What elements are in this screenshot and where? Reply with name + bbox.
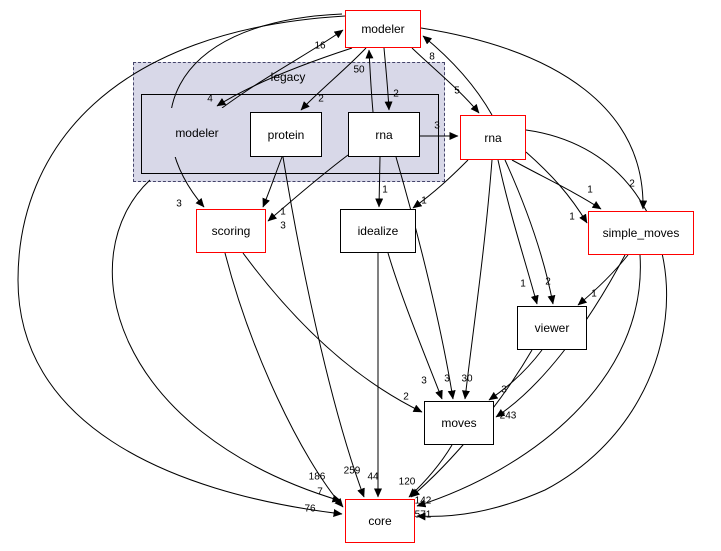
node-viewer-label: viewer <box>534 321 570 335</box>
edge <box>262 156 283 208</box>
edge <box>495 254 626 418</box>
edge <box>525 151 588 224</box>
edge <box>282 156 365 498</box>
node-moves[interactable]: moves <box>424 401 494 445</box>
node-idealize[interactable]: idealize <box>340 209 416 253</box>
edge <box>412 159 469 209</box>
cluster-legacy-label: legacy <box>270 70 306 84</box>
node-scoring[interactable]: scoring <box>196 209 266 253</box>
node-simple-moves-label: simple_moves <box>602 226 680 240</box>
edge <box>111 179 342 503</box>
node-legacy-rna-label: rna <box>375 127 393 142</box>
edge <box>420 27 648 210</box>
edge <box>462 159 493 400</box>
edge <box>169 13 343 208</box>
node-modeler-top[interactable]: modeler <box>345 10 421 48</box>
edge <box>497 159 539 305</box>
node-rna-label: rna <box>484 130 502 145</box>
node-simple-moves[interactable]: simple_moves <box>588 211 694 255</box>
edge <box>300 47 367 111</box>
edge <box>488 349 543 401</box>
edge <box>242 252 423 413</box>
edge <box>411 47 480 114</box>
edge <box>224 252 344 508</box>
edge <box>375 156 384 208</box>
edge <box>504 159 556 305</box>
edge <box>387 252 443 400</box>
edge <box>416 254 641 508</box>
edge <box>395 156 456 400</box>
node-viewer[interactable]: viewer <box>517 306 587 350</box>
node-modeler-top-label: modeler <box>361 22 405 36</box>
node-legacy-modeler[interactable]: modeler <box>149 108 245 157</box>
edge <box>221 29 344 109</box>
edge <box>422 35 493 116</box>
edge <box>577 254 629 306</box>
edge <box>365 49 374 113</box>
node-scoring-label: scoring <box>211 224 251 238</box>
node-legacy-rna[interactable]: rna <box>348 112 420 157</box>
node-rna[interactable]: rna <box>460 115 526 160</box>
node-protein[interactable]: protein <box>250 112 322 157</box>
node-core-label: core <box>368 514 392 528</box>
edge <box>511 159 602 210</box>
edge <box>408 444 453 498</box>
node-core[interactable]: core <box>345 499 415 543</box>
node-idealize-label: idealize <box>357 224 399 238</box>
edge <box>383 47 393 111</box>
edge <box>267 154 349 222</box>
node-protein-label: protein <box>267 127 305 142</box>
edge <box>416 129 668 521</box>
node-moves-label: moves <box>441 416 477 430</box>
edge <box>216 47 353 107</box>
node-legacy-modeler-label: modeler <box>175 125 219 140</box>
edge <box>17 15 346 517</box>
